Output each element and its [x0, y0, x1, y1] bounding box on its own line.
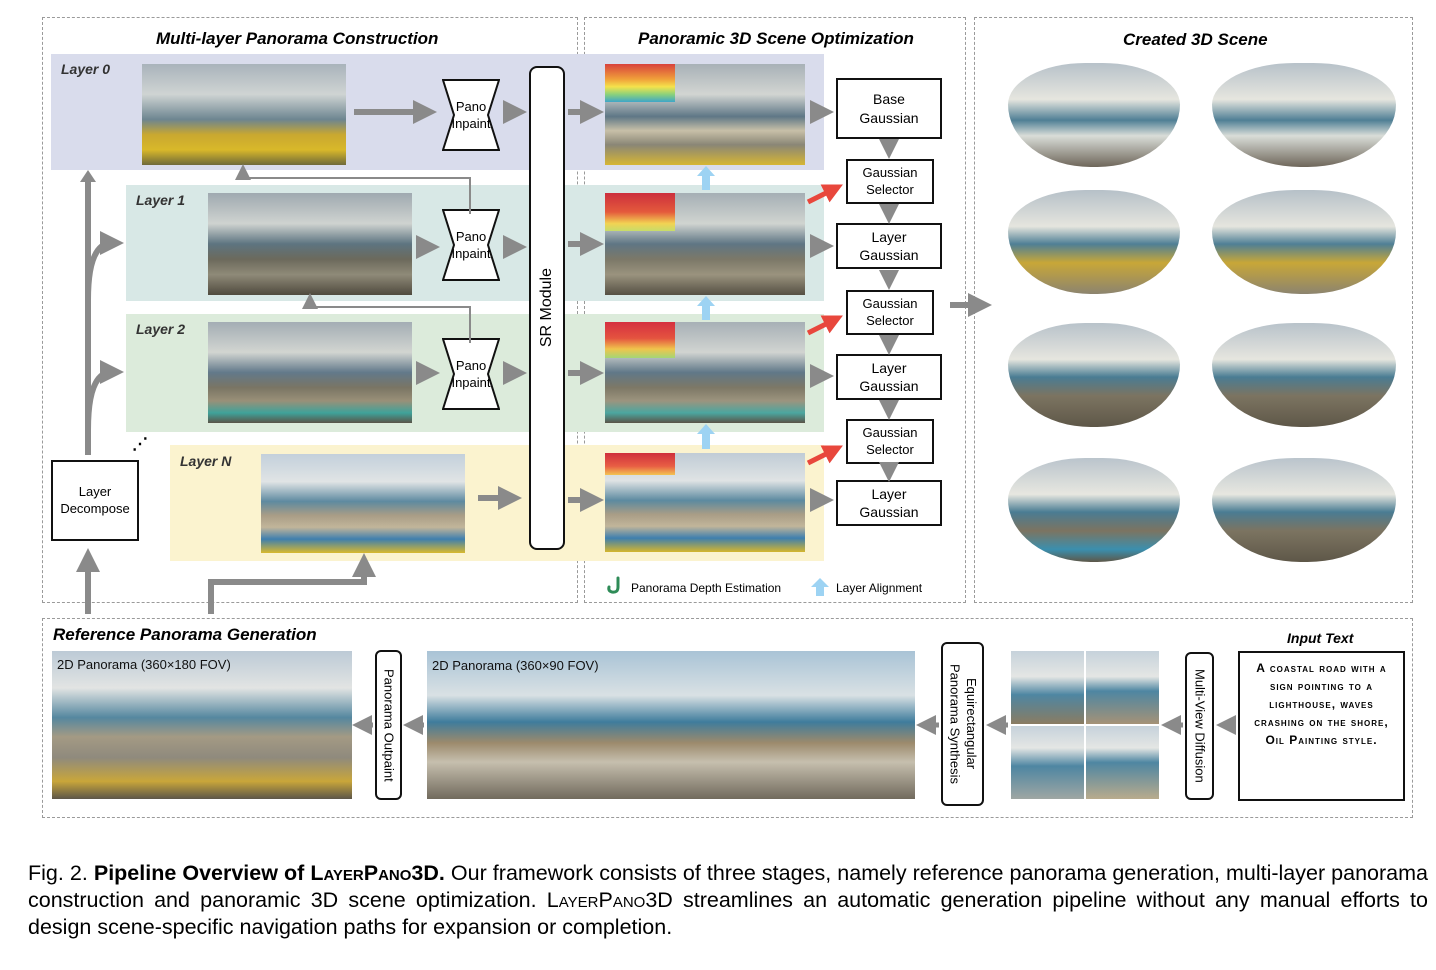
- scene-view-1: [1008, 63, 1180, 167]
- multi-view-image-1: [1011, 651, 1084, 724]
- scene-view-3: [1008, 190, 1180, 294]
- multi-view-image-4: [1086, 726, 1159, 799]
- multi-layer-title: Multi-layer Panorama Construction: [156, 29, 439, 48]
- pano-360x180-image: [52, 651, 352, 799]
- opt-panorama-image-2: [605, 322, 805, 423]
- panorama-outpaint-label: Panorama Outpaint: [381, 668, 397, 782]
- equirect-synthesis-label: Equirectangular Panorama Synthesis: [947, 664, 979, 784]
- scene-view-7: [1008, 458, 1180, 562]
- multi-view-diffusion-label: Multi-View Diffusion: [1192, 669, 1208, 783]
- caption-fig: Fig. 2.: [28, 861, 88, 885]
- caption-head-prefix: Pipeline Overview of: [93, 861, 311, 885]
- depth-map-2: [605, 322, 675, 358]
- layer1-panorama-image: [208, 193, 412, 295]
- layer-gaussian-box-2: Layer Gaussian: [836, 354, 942, 400]
- legend-alignment-label: Layer Alignment: [836, 581, 923, 595]
- depth-hook-icon: [607, 576, 620, 594]
- pano-inpaint-2-label: Pano Inpaint: [451, 229, 491, 261]
- scene-view-6: [1212, 323, 1396, 427]
- layer2-panorama-image: [208, 322, 412, 423]
- caption-body-1: Our framework consists of three stages, …: [28, 861, 1428, 912]
- equirect-synthesis-box: Equirectangular Panorama Synthesis: [941, 642, 984, 806]
- depth-map-1: [605, 193, 675, 231]
- legend-depth-label: Panorama Depth Estimation: [631, 581, 782, 595]
- pano-inpaint-3-label: Pano Inpaint: [451, 358, 491, 390]
- multi-view-diffusion-box: Multi-View Diffusion: [1185, 652, 1214, 800]
- scene-view-2: [1212, 63, 1396, 167]
- scene-view-5: [1008, 323, 1180, 427]
- layer-ellipsis: ⋰: [132, 436, 148, 453]
- optimization-title: Panoramic 3D Scene Optimization: [638, 29, 914, 48]
- opt-panorama-image-3: [605, 453, 805, 552]
- caption-head-name: LayerPano3D.: [310, 861, 445, 885]
- pano-360x180-caption: 2D Panorama (360×180 FOV): [57, 657, 231, 672]
- depth-map-0: [605, 64, 675, 102]
- reference-section: [42, 618, 1413, 818]
- layerN-label: Layer N: [180, 453, 232, 469]
- layer0-label: Layer 0: [61, 61, 111, 77]
- layer0-panorama-image: [142, 64, 346, 165]
- up-arrow-icon: [811, 578, 829, 596]
- layer-gaussian-box-3: Layer Gaussian: [836, 480, 942, 526]
- pano-360x90-caption: 2D Panorama (360×90 FOV): [432, 658, 599, 673]
- gaussian-selector-box-3: Gaussian Selector: [846, 419, 934, 464]
- panorama-outpaint-box: Panorama Outpaint: [375, 650, 402, 800]
- layer-gaussian-box-1: Layer Gaussian: [836, 223, 942, 269]
- sr-module-box: SR Module: [529, 66, 565, 550]
- pano-inpaint-1-shape: [442, 79, 500, 151]
- scene-view-8: [1212, 458, 1396, 562]
- pano-inpaint-2-shape: [442, 209, 500, 281]
- caption-body-2: streamlines an automatic generation pipe…: [28, 888, 1428, 939]
- input-text-title: Input Text: [1287, 630, 1354, 646]
- input-text-box: A coastal road with a sign pointing to a…: [1238, 651, 1405, 801]
- optimization-section: [584, 17, 966, 603]
- layer-decompose-box: Layer Decompose: [51, 460, 139, 541]
- reference-title: Reference Panorama Generation: [53, 625, 317, 644]
- gaussian-selector-box-1: Gaussian Selector: [846, 159, 934, 204]
- gaussian-selector-box-2: Gaussian Selector: [846, 290, 934, 335]
- scene-view-4: [1212, 190, 1396, 294]
- layer1-label: Layer 1: [136, 192, 186, 208]
- multi-view-image-3: [1011, 726, 1084, 799]
- multi-view-image-2: [1086, 651, 1159, 724]
- layerN-panorama-image: [261, 454, 465, 553]
- created-scene-title: Created 3D Scene: [1123, 30, 1268, 49]
- pano-360x90-image: [427, 651, 915, 799]
- pano-inpaint-3-shape: [442, 338, 500, 410]
- depth-map-3: [605, 453, 675, 475]
- pano-inpaint-1-label: Pano Inpaint: [451, 99, 491, 131]
- layer2-label: Layer 2: [136, 321, 186, 337]
- base-gaussian-box: Base Gaussian: [836, 78, 942, 139]
- opt-panorama-image-0: [605, 64, 805, 165]
- caption-body-name: LayerPano3D: [546, 888, 673, 912]
- figure-caption: Fig. 2. Pipeline Overview of LayerPano3D…: [28, 860, 1428, 941]
- sr-module-label: SR Module: [538, 268, 555, 348]
- opt-panorama-image-1: [605, 193, 805, 295]
